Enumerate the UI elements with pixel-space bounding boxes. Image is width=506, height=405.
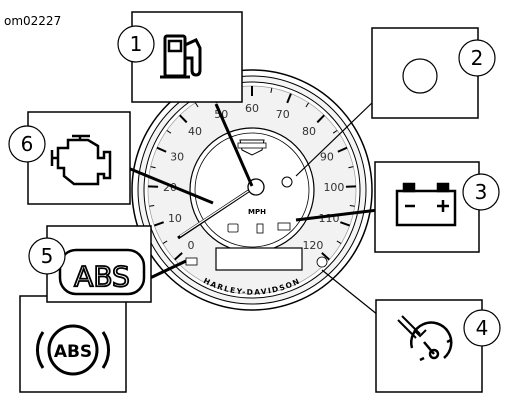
gauge-tick-label: 40 (188, 125, 202, 138)
gauge-tick-label: 90 (320, 151, 334, 164)
small-security-lamp (316, 256, 328, 268)
indicator-lamp (281, 176, 293, 188)
callout-6-engine: 6 (8, 111, 131, 205)
gauge-tick-labels: 0102030405060708090100110120 (163, 102, 344, 252)
gauge-tick (179, 114, 188, 124)
gauge-tick-label: 10 (168, 212, 182, 225)
callout-5-number: 5 (41, 244, 54, 268)
gauge-tick (339, 221, 351, 227)
circle-indicator-icon (402, 58, 438, 94)
mph-label: MPH (248, 208, 266, 216)
gauge-tick (305, 102, 310, 108)
abs-text-icon (58, 248, 146, 296)
gauge-tick (321, 252, 330, 261)
gauge-tick (150, 166, 156, 169)
gauge-tick-label: 80 (302, 125, 316, 138)
gauge-tick (337, 146, 348, 153)
gauge-tick (349, 204, 355, 207)
callout-5-abs-circle-panel: ABS (19, 295, 127, 393)
gauge-tick (348, 166, 354, 169)
gauge-tick (332, 129, 338, 134)
gauge-tick-label: 120 (302, 239, 323, 252)
callout-1-number: 1 (130, 32, 143, 56)
gauge-tick (270, 87, 273, 93)
check-engine-icon (50, 134, 112, 186)
gauge-tick-label: 0 (188, 239, 195, 252)
callout-5-abs: ABS 5 (28, 225, 152, 303)
gauge-tick (336, 240, 342, 244)
gauge-tick (156, 146, 167, 153)
figure-id-label: om02227 (4, 14, 61, 28)
small-battery-lamp (277, 222, 291, 231)
gauge-tick (286, 93, 292, 104)
callout-1-fuel: 1 (117, 11, 243, 103)
callout-4-security: 4 (375, 299, 501, 393)
abs-circle-text: ABS (54, 342, 92, 362)
abs-circle-icon (36, 324, 110, 376)
gauge-tick (153, 221, 165, 227)
brand-logo-shield (237, 139, 267, 156)
speedometer-gauge: 0102030405060708090100110120 MPH (131, 69, 373, 311)
gauge-tick (316, 114, 325, 124)
callout-2-number: 2 (471, 46, 484, 70)
gauge-tick (174, 252, 183, 261)
gauge-tick (162, 240, 168, 244)
callout-2-indicator: 2 (371, 27, 496, 119)
callout-6-number: 6 (21, 132, 34, 156)
odometer-display (215, 247, 303, 271)
gauge-tick (194, 102, 199, 108)
battery-icon (395, 182, 457, 227)
callout-3-number: 3 (475, 180, 488, 204)
gauge-tick-label: 70 (276, 108, 290, 121)
fuel-pump-icon (160, 34, 202, 79)
gauge-tick (166, 129, 172, 134)
gauge-tick-label: 100 (323, 181, 344, 194)
callout-3-battery: 3 (374, 161, 500, 253)
small-engine-lamp (227, 223, 239, 233)
gauge-tick-marks (148, 86, 356, 261)
small-fuel-lamp (256, 223, 264, 234)
leader-lines (127, 99, 379, 316)
gauge-tick-label: 60 (245, 102, 259, 115)
callout-4-number: 4 (476, 316, 489, 340)
abs-text-label: ABS (74, 260, 130, 293)
security-speedometer-icon (397, 315, 453, 362)
gauge-tick (149, 204, 155, 207)
gauge-tick-label: 30 (170, 151, 184, 164)
small-abs-lamp (185, 257, 198, 266)
